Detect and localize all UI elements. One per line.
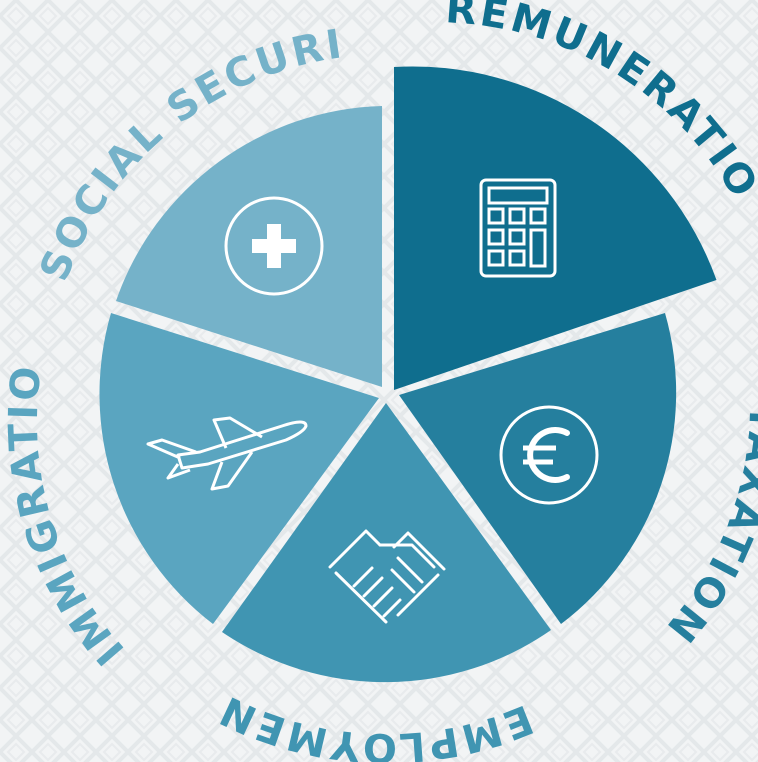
- segment-social-security: [116, 106, 382, 387]
- handshake-icon: [328, 529, 446, 624]
- medical-cross-icon: [224, 196, 324, 296]
- segment-taxation: [399, 313, 677, 624]
- euro-icon: [499, 405, 599, 505]
- airplane-icon: [146, 416, 308, 491]
- calculator-icon: [479, 178, 557, 278]
- segment-employment: [222, 403, 551, 683]
